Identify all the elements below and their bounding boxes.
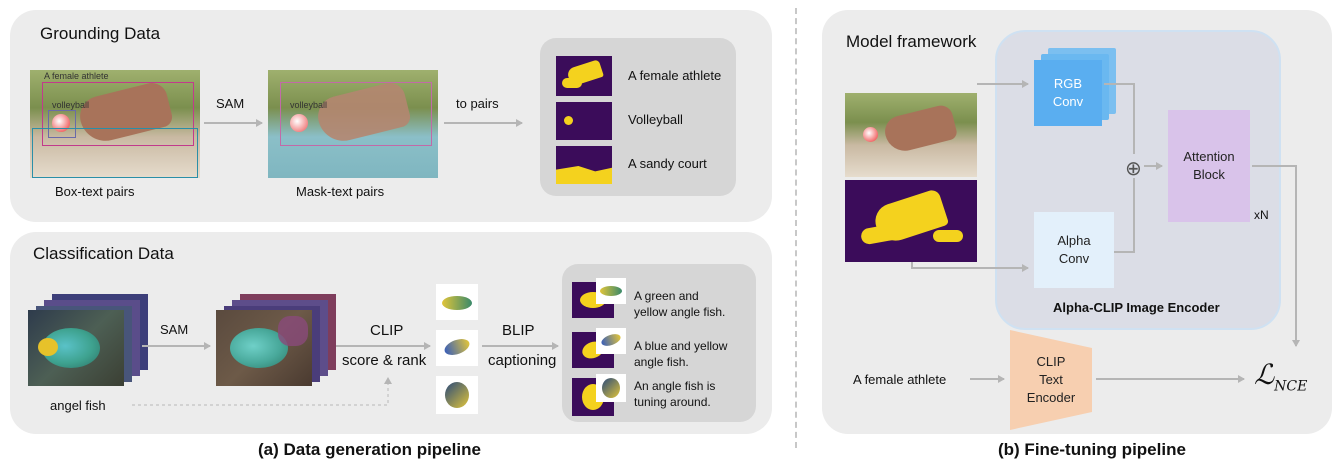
alpha-input-mask xyxy=(845,180,977,262)
text-input-label: A female athlete xyxy=(853,372,947,387)
caption-3-line1: An angle fish is xyxy=(634,379,716,393)
box-text-image: A female athlete volleyball xyxy=(30,70,200,178)
text-encoder-line2: Text xyxy=(1039,372,1063,387)
blip-label: BLIP xyxy=(502,322,535,339)
to-pairs-label: to pairs xyxy=(456,96,499,111)
text-encoder-line1: CLIP xyxy=(1036,354,1066,369)
rgb-input-image xyxy=(845,93,977,177)
mask-caption: Mask-text pairs xyxy=(296,184,385,199)
score-rank-label: score & rank xyxy=(342,352,427,369)
repeat-count: xN xyxy=(1254,208,1269,222)
encoder-label: Alpha-CLIP Image Encoder xyxy=(1053,300,1220,315)
loss-subscript: NCE xyxy=(1274,378,1308,395)
caption-1-line1: A green and xyxy=(634,289,699,303)
caption-1-line2: yellow angle fish. xyxy=(634,305,726,319)
caption-2-line1: A blue and yellow xyxy=(634,339,728,353)
dashed-label-link xyxy=(132,377,392,406)
ball-mask-overlay xyxy=(290,114,308,132)
rgb-conv-line2: Conv xyxy=(1052,94,1084,109)
volleyball-figure xyxy=(52,114,70,132)
athlete-box-label: A female athlete xyxy=(44,71,109,81)
fish-crop-1 xyxy=(436,284,478,320)
caption-thumb-1 xyxy=(596,278,626,304)
rgb-conv-block: RGB Conv xyxy=(1034,60,1102,126)
mask-ball-label: volleyball xyxy=(290,100,328,110)
arrow-alpha-to-conv xyxy=(911,262,1029,272)
mask-text-image: volleyball xyxy=(268,70,438,178)
text-encoder-line3: Encoder xyxy=(1026,390,1076,405)
section-divider xyxy=(795,8,797,448)
classification-sam-label: SAM xyxy=(160,322,189,337)
grounding-title: Grounding Data xyxy=(40,24,161,43)
captioning-label: captioning xyxy=(488,352,557,369)
pair-mask-ball xyxy=(556,102,612,140)
ball-box-label: volleyball xyxy=(52,100,90,110)
pair-mask-court xyxy=(556,146,612,184)
caption-fine-tuning: (b) Fine-tuning pipeline xyxy=(998,440,1186,459)
grounding-sam-label: SAM xyxy=(216,96,245,111)
arrow-attention-to-loss xyxy=(1252,165,1300,347)
loss-symbol: ℒ xyxy=(1254,358,1275,391)
attention-line1: Attention xyxy=(1183,149,1235,164)
box-caption: Box-text pairs xyxy=(55,184,135,199)
attention-block: Attention Block xyxy=(1168,110,1250,222)
attention-line2: Block xyxy=(1193,167,1225,182)
alpha-conv-line2: Conv xyxy=(1058,251,1090,266)
classification-title: Classification Data xyxy=(33,244,174,263)
pair-text-athlete: A female athlete xyxy=(628,68,722,83)
nce-loss: ℒNCE xyxy=(1254,358,1307,395)
sam-output-image xyxy=(216,310,312,386)
ball-bbox xyxy=(48,110,76,138)
court-bbox xyxy=(32,128,198,178)
rgb-conv-line1: RGB xyxy=(1053,76,1083,91)
framework-title: Model framework xyxy=(846,32,977,51)
arrow-alpha-conv-to-add xyxy=(1114,178,1135,253)
fish-crop-3 xyxy=(436,376,478,414)
caption-2-line2: angle fish. xyxy=(634,355,689,369)
fish-crop-2 xyxy=(436,330,478,366)
caption-thumb-3 xyxy=(596,374,626,402)
angel-fish-label: angel fish xyxy=(50,398,106,413)
arrow-rgb-conv-to-add xyxy=(1104,83,1135,154)
alpha-conv-line1: Alpha xyxy=(1057,233,1091,248)
pair-text-court: A sandy court xyxy=(628,156,707,171)
caption-thumb-2 xyxy=(596,328,626,354)
caption-data-generation: (a) Data generation pipeline xyxy=(258,440,481,459)
fish-source-image xyxy=(28,310,124,386)
pair-text-ball: Volleyball xyxy=(628,112,683,127)
mask-outline xyxy=(280,82,432,146)
pair-mask-athlete xyxy=(556,56,612,96)
athlete-bbox xyxy=(42,82,194,146)
clip-label: CLIP xyxy=(370,322,404,339)
caption-3-line2: tuning around. xyxy=(634,395,711,409)
add-symbol: ⊕ xyxy=(1125,158,1142,180)
clip-text-encoder: CLIP Text Encoder xyxy=(1010,330,1092,430)
alpha-conv-block: Alpha Conv xyxy=(1034,212,1114,288)
